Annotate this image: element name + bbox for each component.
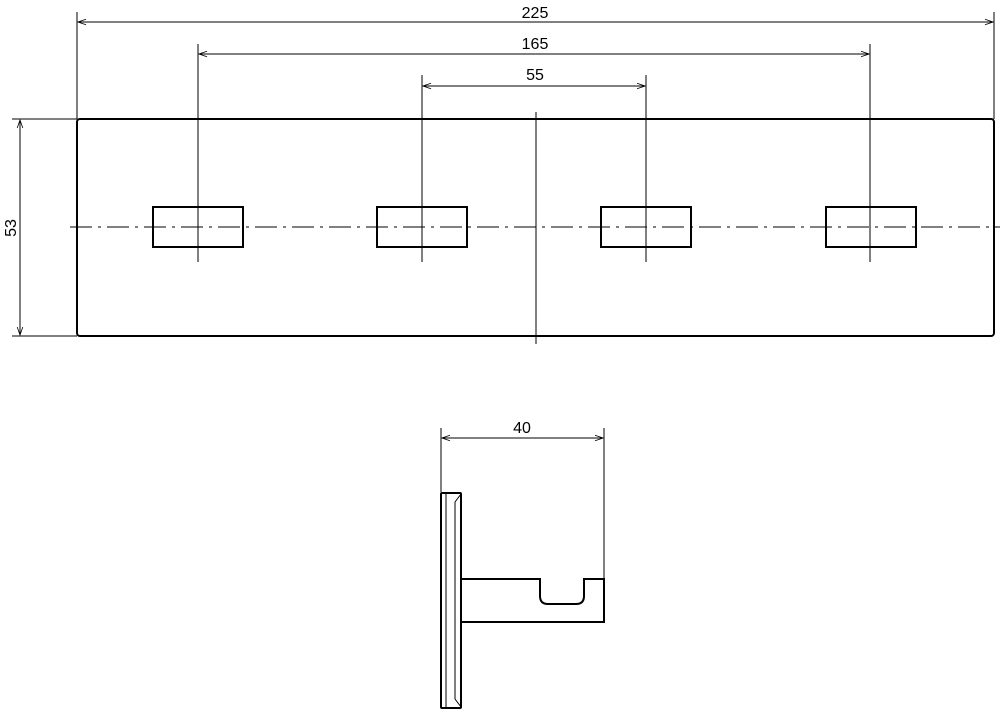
mounting-plate-bevel-bottom	[454, 698, 462, 708]
dimension-outer-spacing: 165	[522, 36, 549, 53]
mounting-plate-outer	[440, 492, 462, 709]
mounting-plate-bevel-top	[454, 493, 462, 503]
dimension-overall-width: 225	[522, 5, 549, 22]
hook-slot-4	[825, 206, 917, 248]
front-view: 225 165 55 53	[3, 5, 1000, 344]
hook-profile	[461, 578, 605, 623]
dimension-hook-depth: 40	[513, 420, 531, 437]
side-view: 40	[440, 420, 605, 709]
dimension-inner-spacing: 55	[526, 67, 544, 84]
dimension-height: 53	[3, 219, 20, 237]
